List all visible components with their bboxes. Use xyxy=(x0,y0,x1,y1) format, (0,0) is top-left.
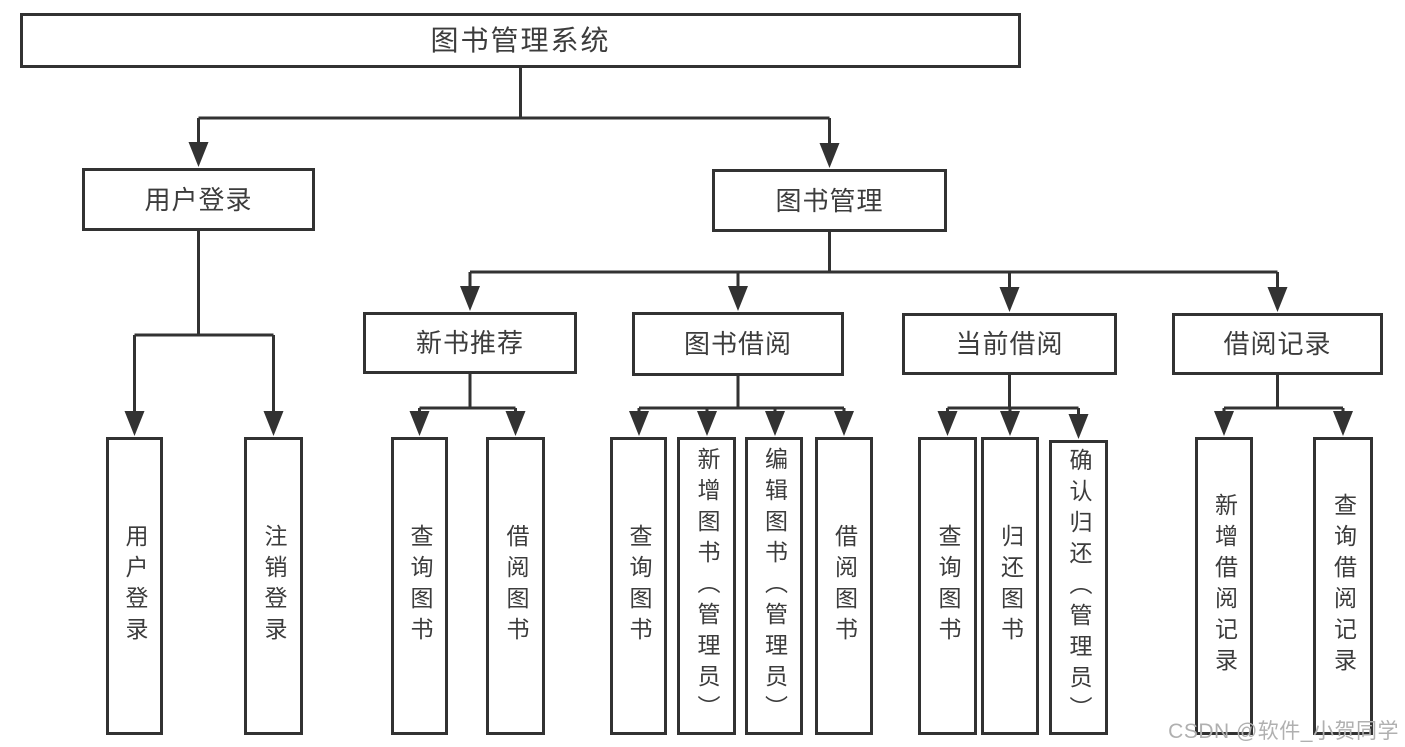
node-current-borrowing: 当前借阅 xyxy=(902,313,1117,375)
node-book-borrowing: 图书借阅 xyxy=(632,312,844,376)
edge-userlogin-to-leaves xyxy=(133,231,275,418)
node-book-borrowing-label: 图书借阅 xyxy=(683,329,792,359)
leaf-nbr-query-books: 查询图书 xyxy=(391,437,448,735)
leaf-bb-edit-books-admin: 编辑图书（管理员） xyxy=(745,437,803,735)
leaf-bb-add-books-admin-label: 新增图书（管理员） xyxy=(694,446,720,726)
leaf-cb-confirm-return-admin: 确认归还（管理员） xyxy=(1049,440,1108,735)
node-user-login: 用户登录 xyxy=(82,168,315,231)
leaf-cb-return-books-label: 归还图书 xyxy=(997,524,1024,648)
leaf-nbr-borrow-books: 借阅图书 xyxy=(486,437,545,735)
node-current-borrowing-label: 当前借阅 xyxy=(955,329,1064,359)
leaf-logout: 注销登录 xyxy=(244,437,303,735)
node-new-book-recommend-label: 新书推荐 xyxy=(415,328,524,358)
node-book-management-label: 图书管理 xyxy=(775,185,884,216)
leaf-cb-query-books: 查询图书 xyxy=(918,437,977,735)
leaf-bb-edit-books-admin-label: 编辑图书（管理员） xyxy=(761,446,788,726)
leaf-bb-query-books-label: 查询图书 xyxy=(626,524,652,648)
leaf-logout-label: 注销登录 xyxy=(261,524,287,648)
arrowheads xyxy=(124,142,1353,439)
leaf-cb-confirm-return-admin-label: 确认归还（管理员） xyxy=(1066,448,1092,727)
edge-root-to-level2 xyxy=(197,68,831,148)
leaf-br-query-record-label: 查询借阅记录 xyxy=(1330,493,1357,679)
edge-borrowrecords-to-leaves xyxy=(1222,375,1345,418)
leaf-cb-return-books: 归还图书 xyxy=(981,437,1039,735)
leaf-user-login-label: 用户登录 xyxy=(122,524,148,648)
leaf-nbr-query-books-label: 查询图书 xyxy=(407,524,433,648)
leaf-bb-borrow-books: 借阅图书 xyxy=(815,437,873,735)
leaf-nbr-borrow-books-label: 借阅图书 xyxy=(503,524,529,648)
node-borrowing-records-label: 借阅记录 xyxy=(1223,329,1332,359)
leaf-cb-query-books-label: 查询图书 xyxy=(935,524,961,648)
node-root: 图书管理系统 xyxy=(20,13,1021,68)
edge-newbookrec-to-leaves xyxy=(418,374,517,418)
node-root-label: 图书管理系统 xyxy=(430,24,611,56)
leaf-br-add-record: 新增借阅记录 xyxy=(1195,437,1253,735)
edge-bookmgmt-to-level3 xyxy=(468,232,1279,292)
leaf-bb-query-books: 查询图书 xyxy=(610,437,667,735)
leaf-user-login: 用户登录 xyxy=(106,437,163,735)
leaf-bb-borrow-books-label: 借阅图书 xyxy=(831,524,858,648)
leaf-br-query-record: 查询借阅记录 xyxy=(1313,437,1373,735)
node-book-management: 图书管理 xyxy=(712,169,947,232)
node-borrowing-records: 借阅记录 xyxy=(1172,313,1383,375)
node-user-login-label: 用户登录 xyxy=(144,184,253,215)
edge-bookborrow-to-leaves xyxy=(637,376,846,418)
leaf-br-add-record-label: 新增借阅记录 xyxy=(1211,493,1238,679)
leaf-bb-add-books-admin: 新增图书（管理员） xyxy=(677,437,736,735)
csdn-watermark: CSDN @软件_小贺同学 xyxy=(1168,720,1399,743)
node-new-book-recommend: 新书推荐 xyxy=(363,312,577,374)
